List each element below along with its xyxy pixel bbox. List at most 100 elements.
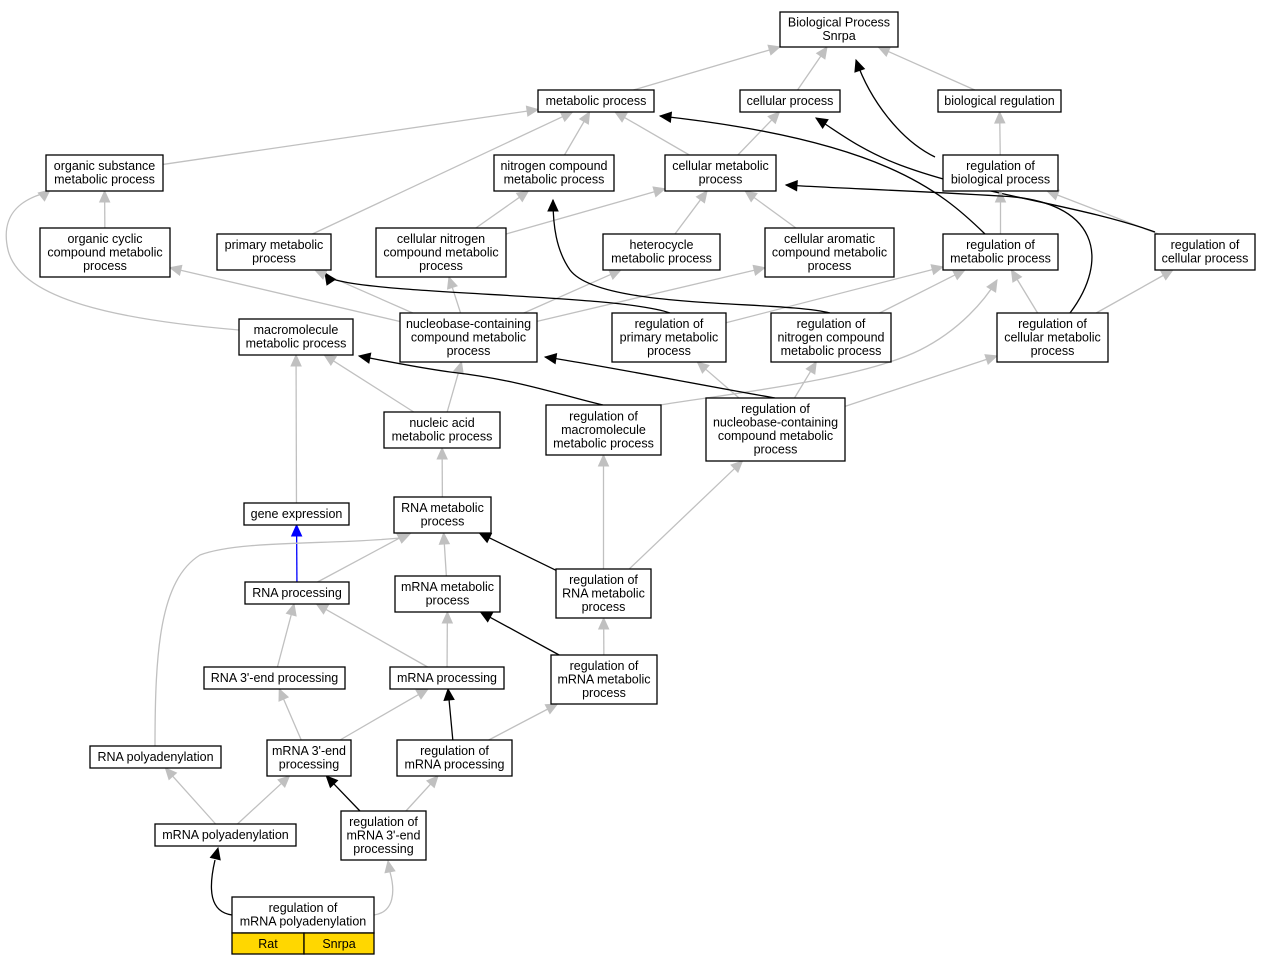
- edge-regbio-to-bioreg-arrowhead: [994, 110, 1006, 124]
- edge-mrna3end-to-mrnaproc-arrowhead: [415, 688, 430, 700]
- edge-metabolic-to-bp: [633, 49, 770, 91]
- node-label-line: regulation of: [569, 573, 638, 587]
- node-box: [244, 581, 350, 605]
- edge-nitrogen-to-metabolic: [563, 121, 585, 156]
- go-term-node-mrnapoly[interactable]: mRNA polyadenylation: [154, 823, 297, 847]
- node-label-line: biological regulation: [944, 94, 1055, 108]
- node-box: [216, 233, 332, 271]
- edge-regrnamet-to-regnucleo: [628, 468, 735, 570]
- node-label-line: metabolic process: [504, 173, 605, 187]
- node-box: [770, 312, 892, 363]
- node-label-line: regulation of: [570, 659, 639, 673]
- edge-cellular-to-bp: [797, 55, 822, 91]
- edge-regcellmet-to-regcell-arrowhead: [1160, 269, 1174, 281]
- node-label-line: compound metabolic: [47, 245, 162, 259]
- node-box: [399, 312, 538, 363]
- node-label-line: RNA 3'-end processing: [211, 671, 339, 685]
- node-label-line: process: [1031, 344, 1075, 358]
- node-box: [39, 227, 171, 278]
- go-term-node-bioreg[interactable]: biological regulation: [937, 89, 1062, 113]
- go-term-node-mrnaproc[interactable]: mRNA processing: [389, 666, 505, 690]
- node-label-line: process: [421, 515, 465, 529]
- go-term-node-rna3end[interactable]: RNA 3'-end processing: [203, 666, 346, 690]
- edge-regmrnapoly-to-mrnapoly-arrowhead: [209, 846, 221, 861]
- edge-regnitro-to-regmet-arrowhead: [951, 269, 966, 281]
- node-label-line: regulation of: [966, 159, 1035, 173]
- go-term-node-geneexp[interactable]: gene expression: [243, 502, 350, 526]
- node-label-line: biological process: [951, 173, 1050, 187]
- node-label-line: macromolecule: [254, 323, 339, 337]
- edge-regmacro-to-macro: [358, 355, 604, 406]
- edge-cellarom-to-cellmet-arrowhead: [744, 190, 758, 203]
- go-term-node-regnucleo[interactable]: regulation ofnucleobase-containingcompou…: [705, 397, 846, 462]
- node-label-line: Biological Process: [788, 16, 890, 30]
- edge-regmrnaproc-to-regmrnamet-arrowhead: [544, 703, 559, 715]
- edge-orgsub-to-metabolic-arrowhead: [525, 105, 540, 117]
- edge-cellular-to-bp-arrowhead: [815, 46, 828, 60]
- node-label-line: process: [447, 344, 491, 358]
- node-label-line: mRNA processing: [397, 671, 497, 685]
- edge-regmrnamet-to-mrnamet-arrowhead: [479, 611, 494, 623]
- node-box: [555, 568, 652, 619]
- node-label-line: metabolic process: [950, 252, 1051, 266]
- go-term-node-cellular[interactable]: cellular process: [739, 89, 841, 113]
- edge-mrnapoly-to-rnapoly: [172, 775, 217, 825]
- edge-mrnamet-to-rnamet: [443, 543, 448, 577]
- edge-bioreg-to-bp: [888, 50, 976, 91]
- edge-primary-to-metabolic: [312, 116, 563, 235]
- edge-regmacro-to-macro-arrowhead: [357, 352, 372, 364]
- edge-mrna3end-to-mrnaproc: [339, 693, 419, 741]
- edge-rnaproc-to-geneexp-arrowhead: [290, 523, 303, 537]
- node-box: [266, 739, 352, 777]
- edge-bioreg-to-bp-arrowhead: [877, 46, 892, 57]
- node-label-line: organic substance: [54, 159, 156, 173]
- edge-regmrna3end-to-mrna3end-arrowhead: [325, 775, 339, 789]
- edge-hetero-to-cellmet: [674, 199, 701, 235]
- node-label-line: metabolic process: [781, 344, 882, 358]
- gene-label: Snrpa: [322, 937, 355, 951]
- edge-rnapoly-to-rnamet: [154, 537, 401, 747]
- node-label-line: metabolic process: [546, 94, 647, 108]
- go-term-node-rnaproc[interactable]: RNA processing: [244, 581, 350, 605]
- node-label-line: process: [699, 173, 743, 187]
- node-box: [45, 154, 164, 192]
- node-label-line: RNA metabolic: [401, 501, 484, 515]
- node-label-line: regulation of: [741, 402, 810, 416]
- edge-rnapoly-to-rnamet-arrowhead: [397, 533, 412, 544]
- edge-nucleic-to-macro: [333, 360, 415, 413]
- node-label-line: processing: [353, 842, 413, 856]
- edge-regmrnapoly-to-regmrna3end: [373, 871, 394, 916]
- go-term-node-metabolic[interactable]: metabolic process: [537, 89, 655, 113]
- go-term-node-rnapoly[interactable]: RNA polyadenylation: [89, 745, 222, 769]
- node-label-line: metabolic process: [392, 430, 493, 444]
- edge-regrnamet-to-regmacro-arrowhead: [597, 453, 610, 467]
- node-label-line: metabolic process: [611, 252, 712, 266]
